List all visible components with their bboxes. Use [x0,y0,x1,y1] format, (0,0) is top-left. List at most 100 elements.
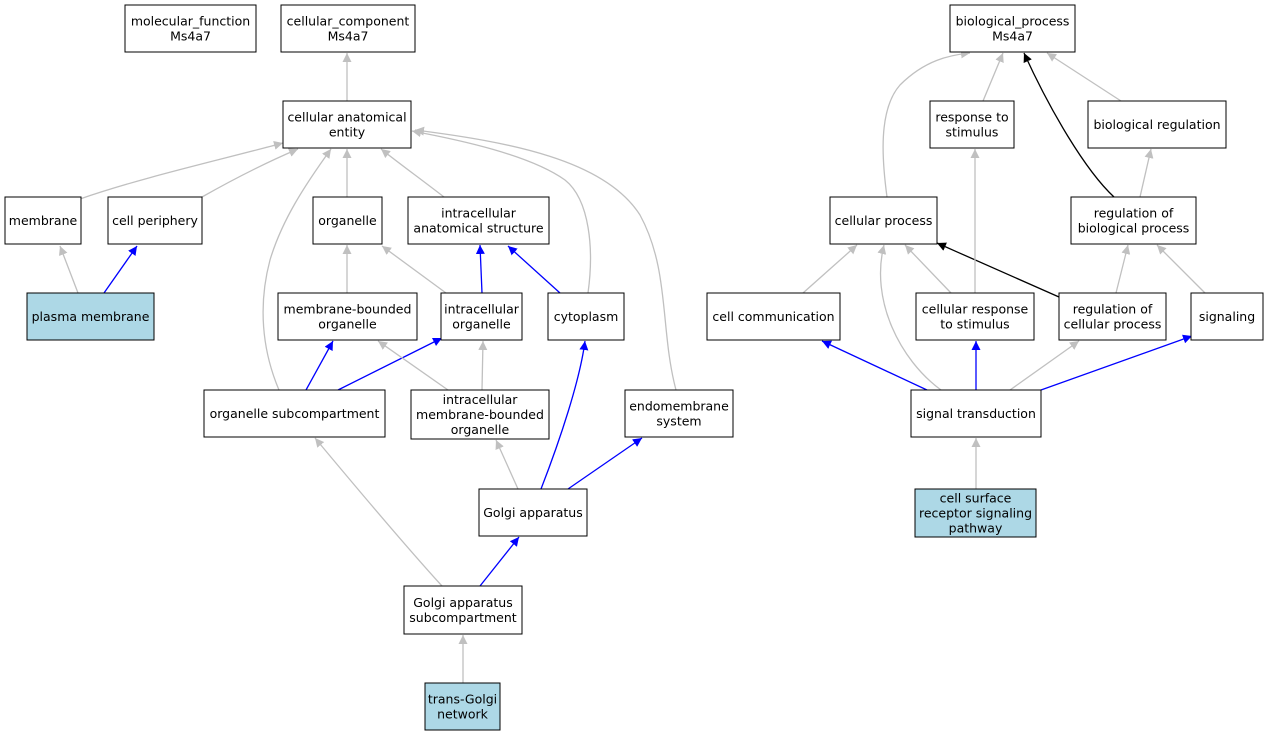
edge-crs-cproc [904,244,952,294]
edge-line [882,49,971,198]
node-golgi[interactable]: Golgi apparatus [478,488,588,537]
edge-rcp-rbp [1115,244,1131,294]
edge-gas-osub [314,437,443,587]
node-box [478,488,588,537]
node-label: biological regulation [1093,117,1220,132]
edge-rbp-bp [1023,52,1115,198]
node-label: Golgi apparatus [413,595,513,610]
edge-osub-io [337,337,443,391]
edge-line [1009,340,1080,391]
edge-line [567,437,643,490]
edge-line [79,140,284,200]
edge-io-org [381,245,447,294]
node-cper[interactable]: cell periphery [107,196,203,245]
node-cproc[interactable]: cellular process [829,196,938,245]
edge-imbo-io [478,340,488,391]
node-label: system [656,414,701,429]
edge-line [982,52,1004,102]
edge-line [821,340,928,391]
node-sig[interactable]: signaling [1190,292,1264,341]
node-box [910,389,1042,438]
edge-golgi-imbo [495,439,519,490]
node-label: cellular process [1064,317,1162,332]
edge-io-ias [475,244,485,294]
edge-rcp-cproc [936,242,1060,298]
node-ccom[interactable]: cell communication [706,292,841,341]
node-label: cellular process [835,213,933,228]
node-osub[interactable]: organelle subcompartment [203,389,386,438]
node-label: membrane [9,213,78,228]
node-label: pathway [949,521,1003,536]
node-breg[interactable]: biological regulation [1087,100,1227,149]
node-label: intracellular [441,206,517,221]
edge-pm-memb [59,245,79,294]
node-label: biological process [1078,221,1190,236]
node-label: to stimulus [940,317,1009,332]
node-label: organelle [318,213,377,228]
edge-line [1023,52,1115,198]
node-box [312,196,383,245]
edge-line [1156,244,1206,294]
edge-line [1040,334,1193,391]
edge-line [314,437,443,587]
node-cyto[interactable]: cytoplasm [547,292,625,341]
edge-line [305,340,334,391]
node-label: molecular_function [131,14,250,29]
node-label: cell communication [712,309,834,324]
edge-line [877,244,942,391]
node-label: Ms4a7 [328,29,369,44]
edge-pm-cper [103,245,138,294]
edge-rts-bp [982,52,1004,102]
edge-line [1139,148,1154,198]
edge-line [1115,244,1131,294]
edge-ias-cae [380,148,445,198]
node-box [407,196,550,245]
edge-imbo-mbo [377,340,449,391]
node-label: subcompartment [409,610,516,625]
edge-cyto-ias [507,245,561,294]
edge-st-cproc [877,244,942,391]
node-st[interactable]: signal transduction [910,389,1042,438]
node-label: cell surface [940,491,1012,506]
node-label: cellular anatomical [287,110,406,125]
node-pm[interactable]: plasma membrane [26,292,155,341]
edge-line [414,126,677,391]
edge-breg-bp [1046,52,1122,102]
edge-cyto-cae [411,128,592,294]
edge-line [337,337,443,391]
node-box [403,585,523,635]
node-box [547,292,625,341]
edge-line [475,244,485,294]
node-memb[interactable]: membrane [4,196,82,245]
node-label: receptor signaling [919,506,1032,521]
edge-line [1046,52,1122,102]
edge-osub-cae [262,148,332,391]
node-box [4,196,82,245]
node-box [124,4,257,53]
node-label: entity [329,125,366,140]
node-label: network [437,707,489,722]
node-label: cell periphery [112,213,198,228]
node-label: endomembrane [629,399,729,414]
edge-line [479,536,520,587]
node-label: biological_process [956,14,1070,29]
node-label: membrane-bounded [284,302,412,317]
node-org[interactable]: organelle [312,196,383,245]
edge-cper-cae [201,148,299,198]
